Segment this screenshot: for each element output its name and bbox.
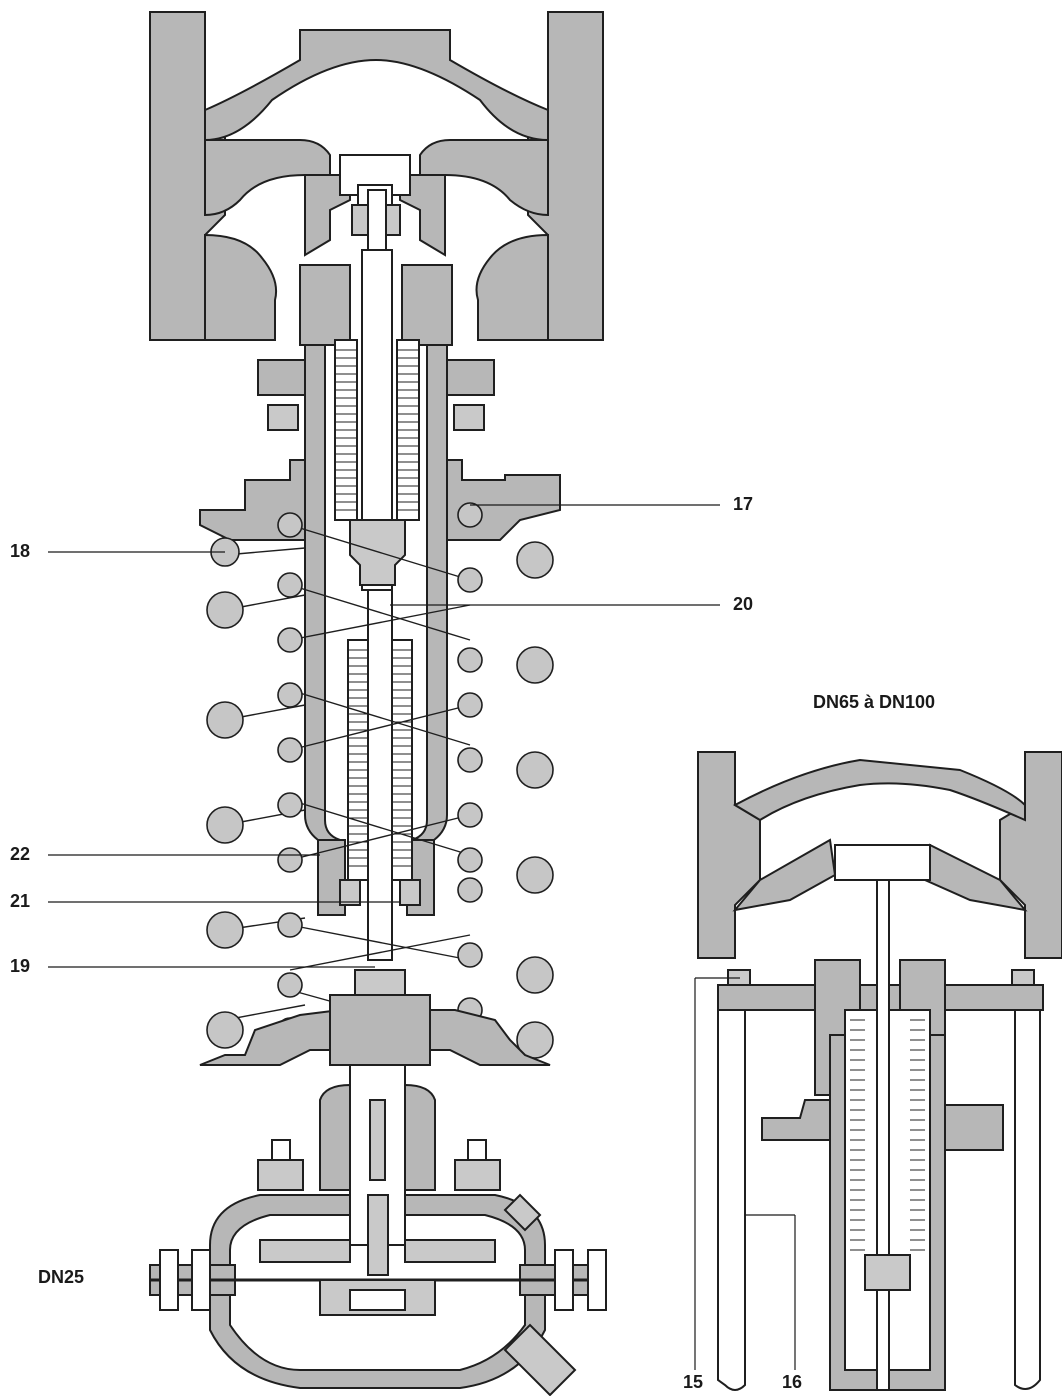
inset-view-title: DN65 à DN100	[813, 692, 936, 712]
helical-spring	[206, 502, 554, 1059]
main-leaders	[48, 504, 720, 968]
spring-housing	[304, 344, 448, 916]
callout-18: 18	[10, 541, 31, 561]
main-view-title: DN25	[38, 1267, 85, 1287]
valve-stem	[349, 189, 406, 961]
callout-21: 21	[10, 891, 31, 911]
valve-body	[149, 11, 604, 341]
callout-19: 19	[10, 956, 31, 976]
bonnet	[257, 264, 495, 431]
spring-plate-lower	[199, 969, 551, 1066]
main-valve-view	[48, 11, 720, 1396]
callout-20: 20	[733, 594, 754, 614]
bellows-upper	[334, 339, 420, 521]
callout-15: 15	[683, 1372, 704, 1392]
callout-22: 22	[10, 844, 31, 864]
callout-17: 17	[733, 494, 754, 514]
actuator	[149, 1064, 607, 1396]
bellows-lower	[339, 639, 421, 906]
inset-valve-view	[694, 751, 1062, 1391]
callout-16: 16	[782, 1372, 803, 1392]
